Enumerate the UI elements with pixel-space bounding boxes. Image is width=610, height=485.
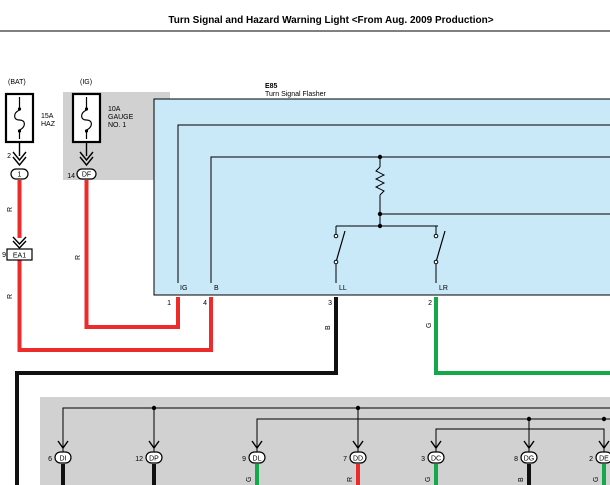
wire-color-r: R <box>7 294 14 299</box>
wire-color-r: R <box>7 207 14 212</box>
wire-color-b: B <box>325 325 332 330</box>
flasher-switches <box>335 230 446 263</box>
junction-dot <box>377 211 383 217</box>
terminal-ig-label: IG <box>180 285 187 292</box>
fuse-ig-pin-oval <box>76 168 97 180</box>
connector-pin-oval <box>145 451 163 464</box>
wire-color-r: R <box>75 255 82 260</box>
combination-meter-area <box>40 397 610 485</box>
connector-chevron-icon <box>79 151 94 162</box>
diagram-title: Turn Signal and Hazard Warning Light <Fr… <box>168 15 493 26</box>
bottom-bus <box>62 407 610 441</box>
bottom-connectors: DI 6 DP 12 DL 9G DD 7R DC 3G DG 8B DE 2G <box>48 440 610 485</box>
connector-pin-label: DI <box>60 456 67 463</box>
connector-pin-num: 9 <box>242 456 246 463</box>
connector-pin-num: 12 <box>135 456 143 463</box>
flasher-id: E85 <box>265 83 278 90</box>
black-wire-ll <box>15 297 338 485</box>
fuse-bat-source: (BAT) <box>8 79 26 86</box>
fuse-bat-pin-num: 2 <box>7 153 11 160</box>
connector-pin-oval <box>595 451 610 464</box>
connector-pin-num: 8 <box>514 456 518 463</box>
connector-pin-oval <box>349 451 367 464</box>
fuse-ig-source: (IG) <box>80 79 92 86</box>
red-wire-to-flasher-ig <box>84 180 180 329</box>
green-wire-lr <box>434 297 610 375</box>
fuse-bat-name: HAZ <box>41 121 56 128</box>
fuse-ig-name1: GAUGE <box>108 114 134 121</box>
junction-dot <box>377 154 383 160</box>
connector-pin-num: 7 <box>343 456 347 463</box>
terminal-ll-label: LL <box>339 285 347 292</box>
wire-color-label: G <box>593 477 600 482</box>
fuse-ig-pin: DF <box>82 172 91 179</box>
terminal-b-label: B <box>214 285 219 292</box>
fuse-ig-name2: NO. 1 <box>108 122 126 129</box>
connector-chevron-icon <box>12 236 27 246</box>
ea1-label: EA1 <box>13 253 26 260</box>
connector-pin-label: DC <box>431 456 441 463</box>
connector-pin-label: DP <box>149 456 159 463</box>
wire-color-label: B <box>518 477 525 482</box>
fuse-bat-pin-oval <box>10 168 29 180</box>
flasher-pin-4: 4 <box>203 300 207 307</box>
connector-pin-oval <box>248 451 266 464</box>
fuse-bat-rating: 15A <box>41 113 54 120</box>
terminal-lr-label: LR <box>439 285 448 292</box>
connector-chevron-icon <box>12 240 27 250</box>
flasher-pin-3: 3 <box>328 300 332 307</box>
switch-ll <box>335 230 346 263</box>
junction-dot <box>377 223 383 229</box>
fuse-bat-pin: 1 <box>18 172 22 179</box>
connector-pin-num: 3 <box>421 456 425 463</box>
connector-chevron-icon <box>79 156 94 167</box>
connector-pin-num: 2 <box>589 456 593 463</box>
connector-pin-oval <box>520 451 538 464</box>
connector-pin-num: 6 <box>48 456 52 463</box>
connector-chevron-icon <box>12 156 27 167</box>
connector-pin-label: DL <box>253 456 262 463</box>
wire-color-label: G <box>425 477 432 482</box>
fuse-ig-pin-num: 14 <box>67 173 75 180</box>
connector-pin-label: DG <box>524 456 535 463</box>
fuse-icon <box>14 97 25 139</box>
connector-pin-label: DD <box>353 456 363 463</box>
fuse-icon <box>81 97 92 139</box>
fuse-ig-rating: 10A <box>108 106 121 113</box>
wire-color-label: G <box>246 477 253 482</box>
turn-signal-flasher-box <box>153 98 610 296</box>
connector-pin-label: DE <box>599 456 609 463</box>
ea1-connector-box <box>6 248 33 261</box>
switch-lr <box>435 230 446 263</box>
connector-pin-oval <box>427 451 445 464</box>
red-wire-to-flasher-b <box>17 260 213 352</box>
connector-chevron-icon <box>12 151 27 162</box>
wire-color-label: R <box>347 477 354 482</box>
flasher-pin-1: 1 <box>167 300 171 307</box>
flasher-internal-circuit <box>177 124 610 283</box>
connector-pin-oval <box>54 451 72 464</box>
flasher-resistor <box>374 166 386 196</box>
flasher-pin-2: 2 <box>428 300 432 307</box>
ea1-pin-num: 9 <box>2 252 6 259</box>
flasher-name: Turn Signal Flasher <box>265 91 326 98</box>
wire-color-g: G <box>426 323 433 328</box>
